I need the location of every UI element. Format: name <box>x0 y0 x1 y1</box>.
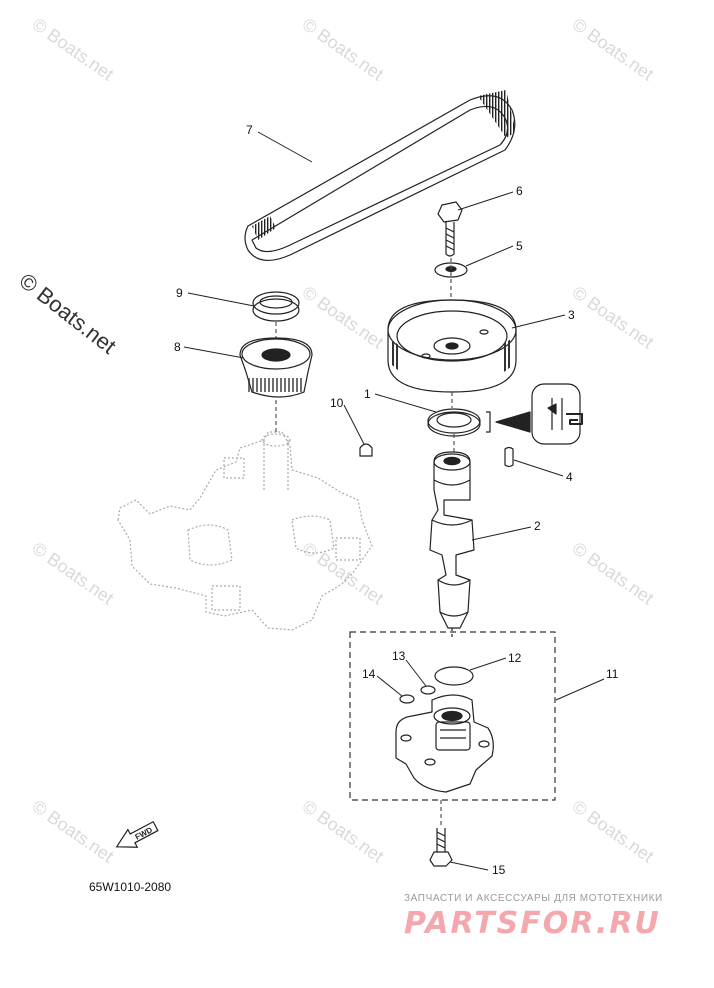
o-ring <box>434 666 474 686</box>
oil-pump-housing <box>395 694 494 793</box>
timing-belt <box>244 90 516 261</box>
callout-11: 11 <box>606 667 619 681</box>
dowel-pin <box>504 446 514 468</box>
flange-bolt <box>437 201 463 257</box>
cylinder-head-outline <box>117 431 373 631</box>
callout-15: 15 <box>492 863 506 877</box>
callout-1: 1 <box>364 387 371 401</box>
seal-orientation-detail <box>486 383 583 445</box>
camshaft-pulley <box>387 299 517 393</box>
callout-8: 8 <box>174 340 181 354</box>
callout-13: 13 <box>392 649 406 663</box>
callout-5: 5 <box>516 239 523 253</box>
callout-6: 6 <box>516 184 523 198</box>
woodruff-key <box>359 443 373 457</box>
washer <box>434 262 468 278</box>
callout-9: 9 <box>176 286 183 300</box>
cam-bushing <box>239 337 313 398</box>
callout-leaders <box>183 131 605 871</box>
callout-3: 3 <box>568 308 575 322</box>
shop-logo: PARTSFOR.RU <box>404 906 661 941</box>
cam-seal-ring <box>252 291 300 322</box>
callout-4: 4 <box>566 470 573 484</box>
callout-14: 14 <box>362 667 376 681</box>
small-o-ring <box>399 694 415 704</box>
oil-seal <box>427 408 481 437</box>
assembly-axis <box>275 258 455 826</box>
pump-bolt <box>429 828 453 867</box>
callout-10: 10 <box>330 396 344 410</box>
camshaft <box>429 451 475 640</box>
assembly-frame <box>349 631 556 801</box>
callout-12: 12 <box>508 651 522 665</box>
drawing-code: 65W1010-2080 <box>89 880 172 894</box>
callout-2: 2 <box>534 519 541 533</box>
callout-7: 7 <box>246 123 253 137</box>
small-o-ring <box>420 685 436 695</box>
shop-tagline: ЗАПЧАСТИ И АКСЕССУАРЫ ДЛЯ МОТОТЕХНИКИ <box>404 893 663 904</box>
fwd-arrow-icon: FWD <box>115 820 159 848</box>
